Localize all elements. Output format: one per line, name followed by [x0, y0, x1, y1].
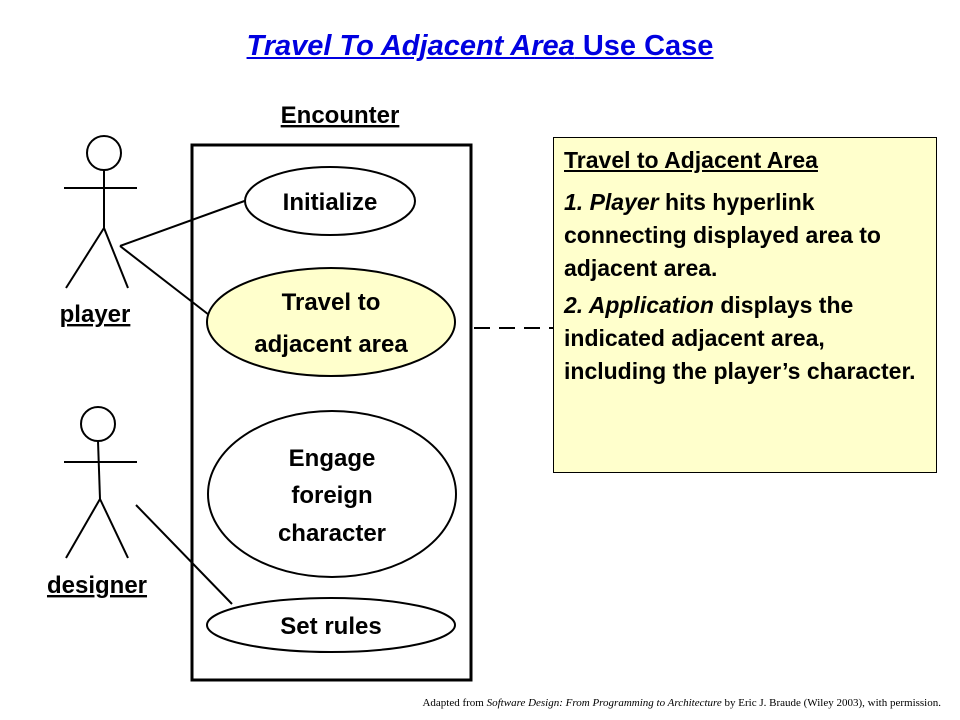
association-designer-set-rules	[135, 504, 233, 605]
use-case-engage-label-line3: character	[278, 520, 386, 547]
use-case-note: Travel to Adjacent Area 1. Player hits h…	[553, 137, 937, 473]
use-case-travel	[206, 267, 456, 377]
note-step-2-number: 2.	[564, 292, 589, 318]
association-player-initialize	[119, 198, 251, 247]
note-step-1-text: hits hyperlink connecting displayed area…	[564, 189, 881, 281]
note-step-1: 1. Player hits hyperlink connecting disp…	[564, 186, 926, 285]
use-case-initialize-label: Initialize	[283, 189, 378, 216]
note-title: Travel to Adjacent Area	[564, 147, 818, 173]
designer-actor-label: designer	[47, 572, 147, 599]
credit-prefix: Adapted from	[422, 697, 487, 709]
designer-actor-figure	[64, 406, 137, 559]
note-step-2-actor: Application	[588, 292, 714, 318]
credit-suffix: by Eric J. Braude (Wiley 2003), with per…	[721, 697, 941, 709]
attribution-credit: Adapted from Software Design: From Progr…	[0, 697, 941, 709]
use-case-engage-label-line2: foreign	[291, 482, 372, 509]
use-case-travel-label-line1: Travel to	[282, 289, 381, 316]
use-case-engage-label-line1: Engage	[289, 445, 376, 472]
association-player-travel	[119, 245, 214, 319]
note-step-2-text: displays the indicated adjacent area, in…	[564, 292, 916, 384]
use-case-set-rules	[206, 597, 456, 653]
system-boundary	[190, 143, 473, 682]
use-case-engage	[207, 410, 457, 578]
player-actor-figure	[64, 135, 137, 289]
note-step-1-number: 1.	[564, 189, 590, 215]
system-boundary-label: Encounter	[281, 102, 400, 129]
title-use-case-name: Travel To Adjacent Area	[246, 30, 575, 62]
note-step-2: 2. Application displays the indicated ad…	[564, 289, 926, 388]
use-case-travel-label-line2: adjacent area	[254, 331, 408, 358]
use-case-set-rules-label: Set rules	[280, 613, 381, 640]
player-actor-label: player	[60, 301, 131, 328]
note-step-1-actor: Player	[589, 189, 659, 215]
slide-title: Travel To Adjacent Area Use Case	[0, 30, 960, 63]
use-case-initialize	[244, 166, 416, 236]
title-suffix: Use Case	[574, 30, 714, 62]
credit-book-title: Software Design: From Programming to Arc…	[486, 697, 722, 709]
